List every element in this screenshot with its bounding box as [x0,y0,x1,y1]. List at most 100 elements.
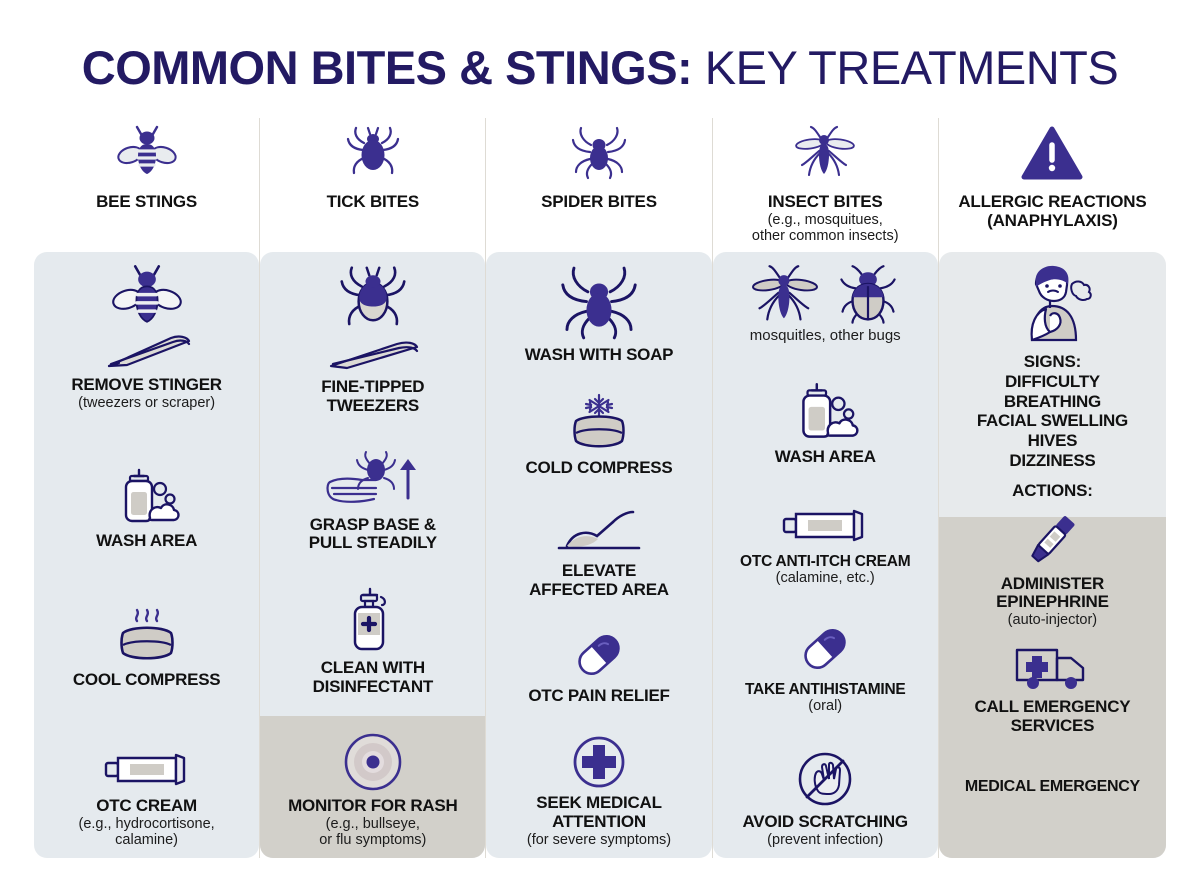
column-header-label: INSECT BITES [767,192,883,211]
step-label: FINE-TIPPED TWEEZERS [321,377,425,415]
step-sub: (for severe symptoms) [526,831,672,848]
step-label: CLEAN WITH DISINFECTANT [312,658,434,696]
signs-title: SIGNS: [1023,352,1082,371]
epipen-icon [1021,509,1083,571]
medical-cross-circle-icon [571,734,627,790]
warning-triangle-icon [1021,122,1083,184]
step-label: ELEVATE AFFECTED AREA [529,560,669,599]
column-divider [259,118,261,858]
step-label: OTC ANTI-ITCH CREAM [740,552,911,570]
step-label: MONITOR FOR RASH [288,795,458,815]
step-label: WASH WITH SOAP [524,345,674,364]
no-scratching-icon [794,749,856,809]
step-cold-compress: COLD COMPRESS [490,393,707,478]
insect-examples-icons [747,264,903,326]
columns-container: BEE STINGS [34,118,1166,858]
step-otc-cream: OTC CREAM (e.g., hydrocortisone, calamin… [38,745,255,848]
person-distress-icon [1006,262,1098,346]
column-allergic-reactions: ALLERGIC REACTIONS (ANAPHYLAXIS) [938,118,1166,858]
soap-pump-icon [787,380,863,444]
spider-icon [558,264,640,342]
bullseye-rash-icon [342,731,404,793]
column-header-label: ALLERGIC REACTIONS (ANAPHYLAXIS) [958,192,1147,231]
spider-icon [570,122,628,184]
step-label: SEEK MEDICAL ATTENTION [536,793,662,832]
elevated-leg-icon [551,506,647,558]
highlight-band-actions [938,517,1166,858]
steps-bee-stings: REMOVE STINGER (tweezers or scraper) [34,262,259,858]
page-title: COMMON BITES & STINGS: KEY TREATMENTS [0,40,1200,95]
tweezers-icon [99,332,195,372]
step-sub: (auto-injector) [1007,611,1098,628]
step-sub: (prevent infection) [767,831,884,848]
actions-block: ACTIONS: [939,471,1166,812]
step-sub: (calamine, etc.) [775,570,875,587]
mosquito-icon [792,122,858,184]
panel-bee-stings: REMOVE STINGER (tweezers or scraper) [34,252,260,858]
step-sub: (e.g., hydrocortisone, calamine) [78,815,215,848]
bee-icon [116,122,177,184]
step-cool-compress: COOL COMPRESS [38,607,255,690]
capsule-pill-icon [795,621,855,677]
step-label: OTC PAIN RELIEF [528,686,670,706]
step-sub: mosquitles, other bugs [749,327,901,344]
step-clean-with-disinfectant: CLEAN WITH DISINFECTANT [264,587,481,696]
tweezers-icon [323,338,423,374]
step-label: WASH AREA [96,531,198,551]
page-title-bold: COMMON BITES & STINGS: [81,41,693,94]
step-monitor-for-rash: MONITOR FOR RASH (e.g., bullseye, or flu… [264,731,481,848]
column-header-label: SPIDER BITES [541,192,657,211]
step-wash-area: WASH AREA [717,380,934,467]
step-elevate-affected-area: ELEVATE AFFECTED AREA [490,506,707,599]
column-insect-bites: INSECT BITES (e.g., mosquitues, other co… [712,118,938,858]
step-otc-anti-itch-cream: OTC ANTI-ITCH CREAM (calamine, etc.) [717,501,934,586]
step-label: ADMINISTER EPINEPHRINE [996,573,1109,612]
step-label: REMOVE STINGER [71,375,222,394]
hand-pull-tick-icon [320,450,426,512]
cream-tube-icon [778,501,872,549]
step-fine-tipped-tweezers: FINE-TIPPED TWEEZERS [264,264,481,415]
signs-list: DIFFICULTY BREATHING FACIAL SWELLING HIV… [976,372,1128,470]
step-wash-with-soap: WASH WITH SOAP [490,264,707,365]
column-header-sub: (e.g., mosquitues, other common insects) [751,212,899,245]
column-header-allergic-reactions: ALLERGIC REACTIONS (ANAPHYLAXIS) [939,118,1166,252]
actions-title: ACTIONS: [1012,480,1093,500]
step-label: COLD COMPRESS [525,457,673,477]
column-spider-bites: SPIDER BITES [486,118,712,858]
ambulance-icon [1011,642,1093,694]
step-call-emergency-services: CALL EMERGENCY SERVICES [943,642,1162,735]
step-label: COOL COMPRESS [72,669,221,689]
column-divider [711,118,713,858]
column-header-spider-bites: SPIDER BITES [486,118,711,252]
step-label: OTC CREAM [96,795,197,815]
column-header-tick-bites: TICK BITES [260,118,485,252]
column-header-label: TICK BITES [326,192,420,211]
column-header-bee-stings: BEE STINGS [34,118,259,252]
tick-icon [336,264,410,334]
steps-tick-bites: FINE-TIPPED TWEEZERS [260,262,485,858]
capsule-pill-icon [569,627,629,683]
column-divider [937,118,939,858]
snowflake-compress-icon [560,393,638,455]
column-header-label: BEE STINGS [96,192,198,211]
panel-insect-bites: mosquitles, other bugs [712,252,938,858]
mosquito-icon [747,264,823,326]
steps-spider-bites: WASH WITH SOAP [486,262,711,858]
disinfectant-bottle-icon [343,587,403,655]
step-sub: (tweezers or scraper) [78,394,216,411]
step-label: CALL EMERGENCY SERVICES [974,697,1131,735]
page-title-light: KEY TREATMENTS [692,41,1119,94]
medical-emergency-note: MEDICAL EMERGENCY [964,777,1140,795]
step-insect-examples: mosquitles, other bugs [717,264,934,345]
panel-spider-bites: WASH WITH SOAP [486,252,712,858]
step-label: AVOID SCRATCHING [742,812,909,832]
bee-icon [111,264,183,330]
step-seek-medical-attention: SEEK MEDICAL ATTENTION (for severe sympt… [490,734,707,848]
panel-tick-bites: FINE-TIPPED TWEEZERS [260,252,486,858]
step-avoid-scratching: AVOID SCRATCHING (prevent infection) [717,749,934,848]
tick-icon [344,122,402,184]
column-tick-bites: TICK BITES [260,118,486,858]
step-take-antihistamine: TAKE ANTIHISTAMINE (oral) [717,621,934,714]
soap-pump-icon [110,466,184,528]
